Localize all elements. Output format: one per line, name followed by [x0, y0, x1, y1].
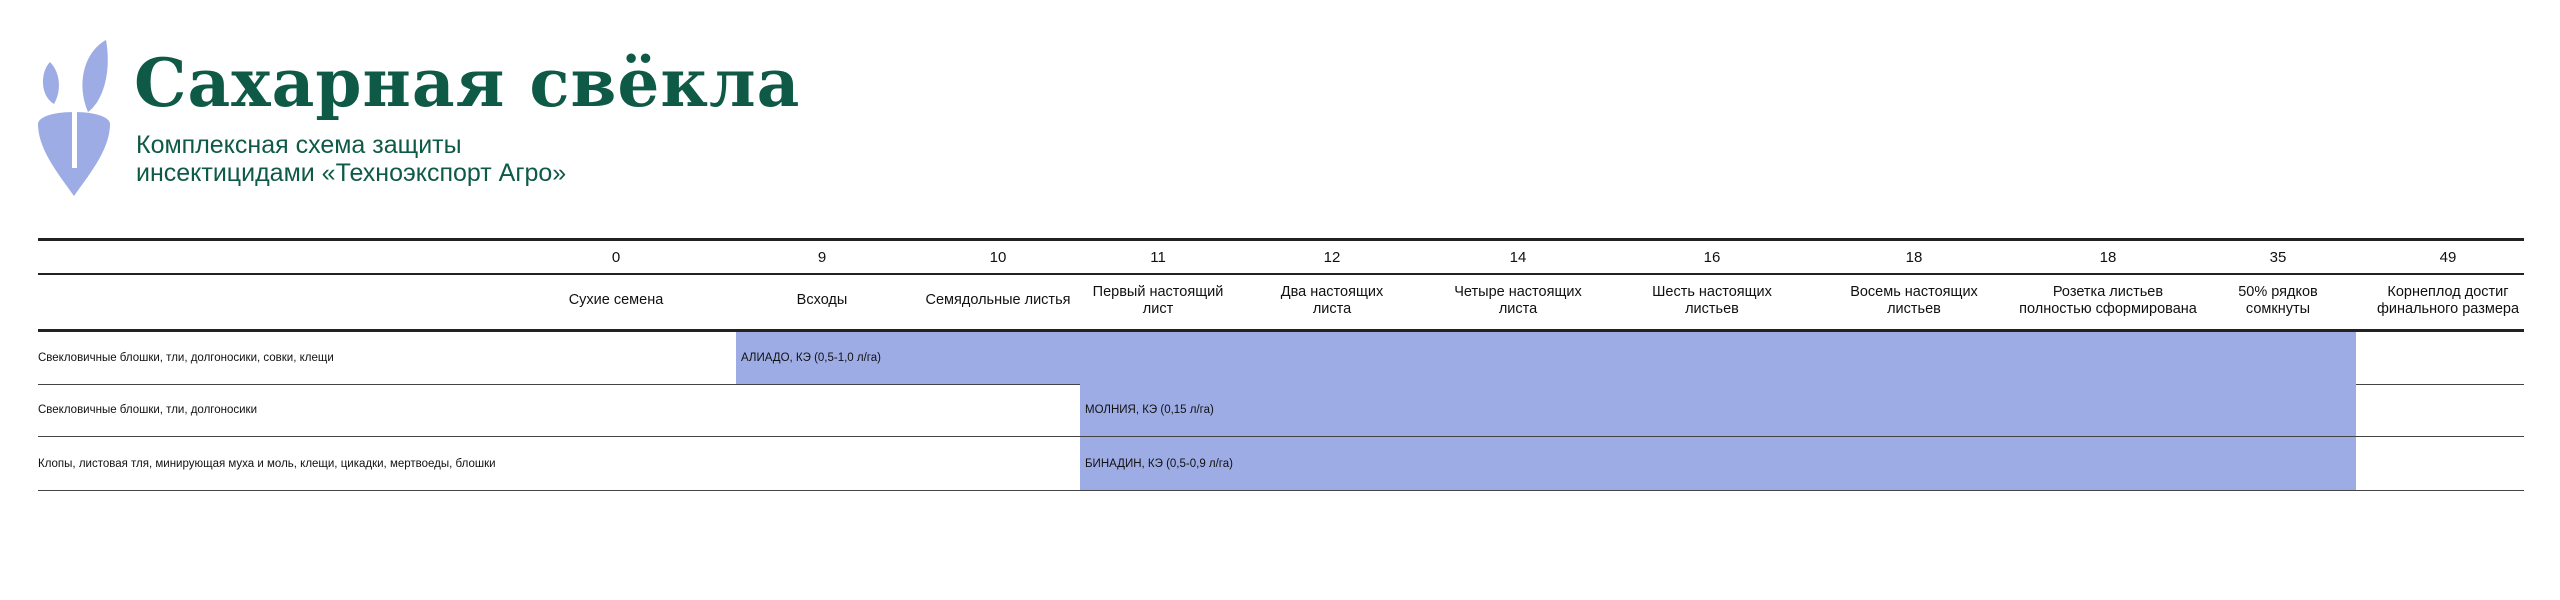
- header-bottom-rule: [38, 329, 2524, 332]
- product-label: АЛИАДО, КЭ (0,5-1,0 л/га): [741, 352, 881, 364]
- growth-stage-line: листьев: [1887, 301, 1941, 317]
- growth-stage-label: Семядольные листья: [926, 292, 1071, 309]
- day-label: 18: [1905, 249, 1923, 266]
- growth-stage-line: Корнеплод достиг: [2387, 284, 2509, 300]
- application-period-bar: АЛИАДО, КЭ (0,5-1,0 л/га): [736, 332, 2356, 384]
- growth-stage-label: Всходы: [797, 292, 848, 309]
- row-divider: [38, 490, 2524, 491]
- growth-stage-line: Два настоящих: [1280, 284, 1384, 300]
- day-label: 0: [611, 249, 621, 266]
- day-label: 10: [989, 249, 1007, 266]
- product-label: МОЛНИЯ, КЭ (0,15 л/га): [1085, 404, 1214, 416]
- growth-stage-label: Сухие семена: [569, 292, 664, 309]
- day-label: 12: [1323, 249, 1341, 266]
- row-divider: [38, 436, 2524, 437]
- application-period-bar: БИНАДИН, КЭ (0,5-0,9 л/га): [1080, 437, 2356, 490]
- page-title: Сахарная свёкла: [134, 44, 801, 122]
- growth-stage-line: полностью сформирована: [2019, 301, 2197, 317]
- subtitle-line: Комплексная схема защиты: [136, 131, 462, 159]
- header-divider: [38, 273, 2524, 275]
- pest-list-label: Клопы, листовая тля, минирующая муха и м…: [38, 457, 496, 470]
- growth-stage-line: Семядольные листья: [925, 292, 1071, 308]
- growth-stage-line: Четыре настоящих: [1454, 284, 1582, 300]
- day-label: 11: [1150, 249, 1166, 266]
- growth-stage-line: листьев: [1685, 301, 1739, 317]
- day-label: 9: [817, 249, 827, 266]
- growth-stage-line: Шесть настоящих: [1652, 284, 1772, 300]
- product-label: БИНАДИН, КЭ (0,5-0,9 л/га): [1085, 457, 1233, 470]
- sugar-beet-icon: [38, 40, 110, 196]
- growth-stage-line: сомкнуты: [2245, 301, 2311, 317]
- growth-stage-line: Восемь настоящих: [1850, 284, 1978, 300]
- growth-stage-line: финального размера: [2376, 301, 2520, 317]
- page-subtitle: Комплексная схема защиты инсектицидами «…: [136, 131, 566, 187]
- day-label: 49: [2439, 249, 2457, 266]
- day-label: 16: [1703, 249, 1721, 266]
- growth-stage-line: Розетка листьев: [2052, 284, 2164, 300]
- day-label: 14: [1509, 249, 1527, 266]
- pest-list-label: Свекловичные блошки, тли, долгоносики, с…: [38, 352, 334, 364]
- table-top-rule: [38, 238, 2524, 241]
- growth-stage-line: 50% рядков: [2238, 284, 2318, 300]
- growth-stage-line: Сухие семена: [568, 292, 664, 308]
- growth-stage-line: листа: [1498, 301, 1538, 317]
- application-period-bar: МОЛНИЯ, КЭ (0,15 л/га): [1080, 384, 2356, 436]
- growth-stage-line: Всходы: [796, 292, 848, 308]
- growth-stage-line: листа: [1312, 301, 1352, 317]
- subtitle-line: инсектицидами «Техноэкспорт Агро»: [136, 159, 567, 187]
- pest-list-label: Свекловичные блошки, тли, долгоносики: [38, 404, 257, 416]
- day-label: 35: [2269, 249, 2287, 266]
- growth-stage-line: Первый настоящий: [1092, 284, 1224, 300]
- day-label: 18: [2099, 249, 2117, 266]
- growth-stage-line: лист: [1142, 301, 1174, 317]
